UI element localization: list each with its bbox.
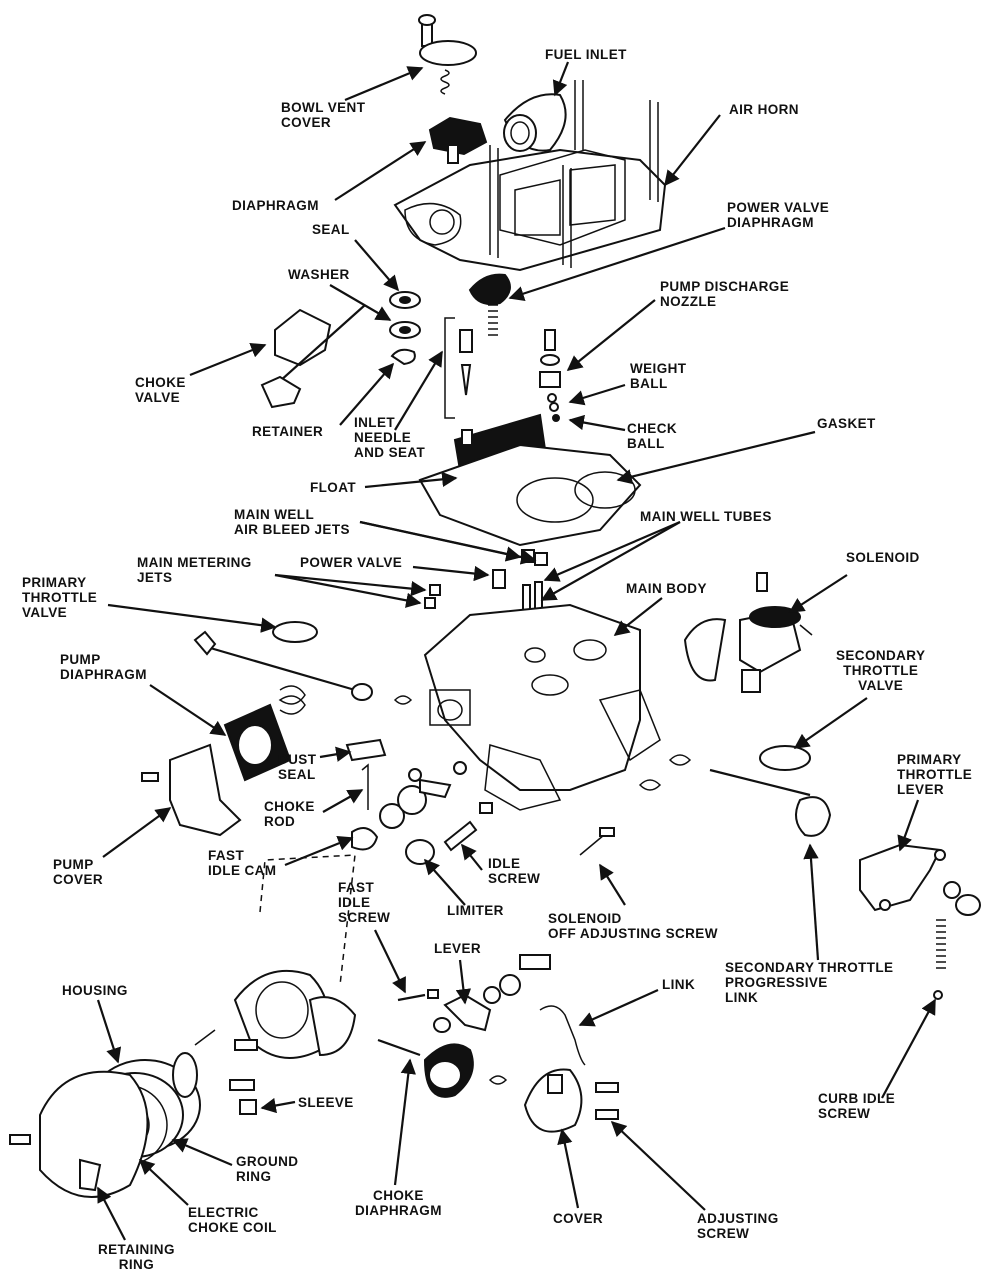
gasket-part <box>418 443 642 547</box>
choke-housing-part <box>229 854 357 1115</box>
label-cover: COVER <box>553 1211 604 1226</box>
label-main-well-tubes: MAIN WELL TUBES <box>640 509 772 524</box>
choke-diaphragm-part <box>377 1038 619 1133</box>
label-fuel-inlet: FUEL INLET <box>545 47 627 62</box>
secondary-throttle-part <box>638 745 832 837</box>
label-float: FLOAT <box>310 480 356 495</box>
label-diaphragm: DIAPHRAGM <box>232 198 319 213</box>
primary-throttle-part <box>193 621 413 705</box>
choke-valve-part <box>260 304 366 409</box>
pump-diaphragm-part <box>223 685 306 782</box>
diaphragm-part <box>428 116 488 164</box>
label-sleeve: SLEEVE <box>298 1095 354 1110</box>
pump-cover-part <box>141 743 242 837</box>
label-gasket: GASKET <box>817 416 876 431</box>
seal-washer-part <box>389 291 421 366</box>
bowl-vent-cover-part <box>418 14 477 95</box>
air-horn-part <box>393 80 667 272</box>
inlet-needle-seat-part <box>444 317 473 419</box>
curb-idle-screw-part <box>933 881 981 1000</box>
label-solenoid: SOLENOID <box>846 550 920 565</box>
choke-linkage-parts <box>397 954 586 1066</box>
label-limiter: LIMITER <box>447 903 504 918</box>
linkage-parts <box>345 738 493 865</box>
primary-throttle-lever-part <box>859 843 946 912</box>
label-retainer: RETAINER <box>252 424 324 439</box>
label-seal: SEAL <box>312 222 350 237</box>
pump-discharge-part <box>539 329 561 422</box>
label-washer: WASHER <box>288 267 350 282</box>
label-housing: HOUSING <box>62 983 128 998</box>
solenoid-part <box>683 572 813 693</box>
label-link: LINK <box>662 977 696 992</box>
solenoid-off-screw-part <box>579 827 615 856</box>
label-power-valve: POWER VALVE <box>300 555 403 570</box>
power-valve-diaphragm-part <box>468 273 511 336</box>
label-main-body: MAIN BODY <box>626 581 707 596</box>
choke-coil-part <box>9 1029 216 1198</box>
label-lever: LEVER <box>434 941 482 956</box>
label-air-horn: AIR HORN <box>729 102 799 117</box>
main-body-part <box>423 603 661 811</box>
leader-lines <box>96 61 936 1241</box>
